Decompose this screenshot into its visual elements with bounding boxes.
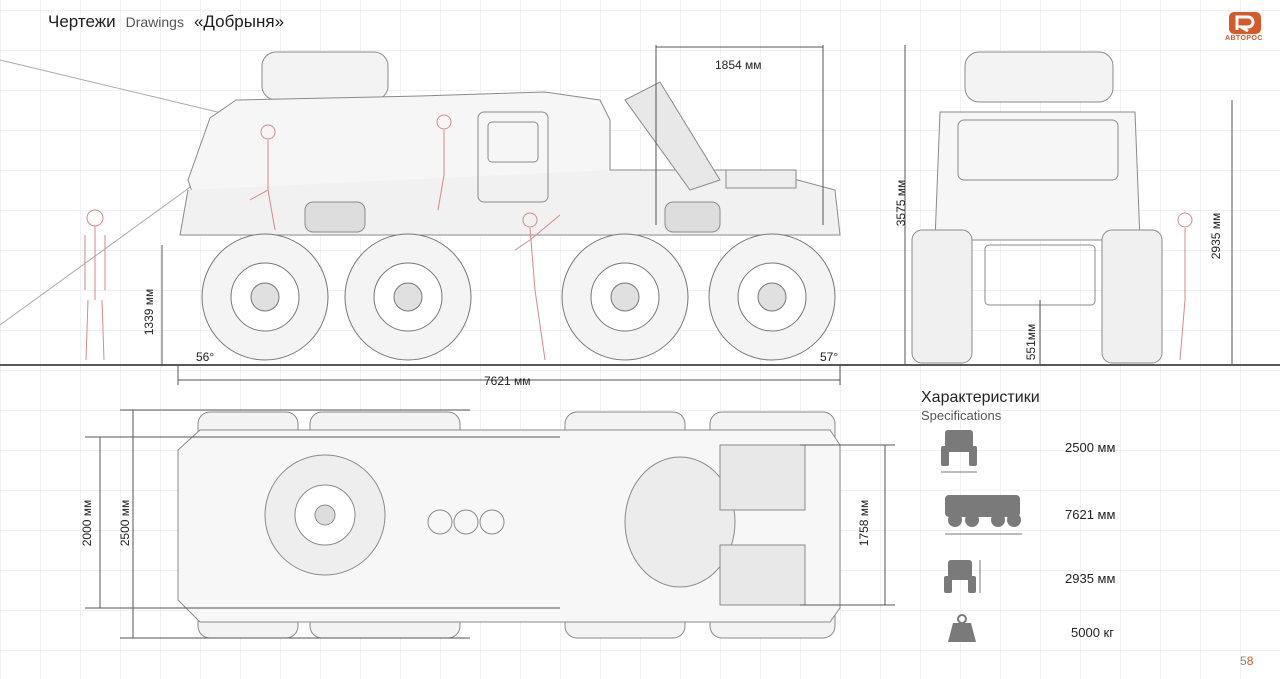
- dim-front-height: 2935 мм: [1209, 212, 1223, 260]
- vehicle-side-length-icon: [945, 495, 1022, 535]
- dim-inner-width: 2000 мм: [80, 499, 94, 547]
- vehicle-front-width-icon: [941, 430, 977, 473]
- avtoros-logo-icon: [1229, 12, 1261, 34]
- dim-roof-length: 1854 мм: [715, 58, 762, 72]
- dim-outer-width: 2500 мм: [118, 499, 132, 547]
- dim-ground-clearance: 551мм: [1024, 323, 1038, 361]
- front-view: [904, 45, 1233, 365]
- top-view: [177, 411, 841, 639]
- title-en: Drawings: [125, 14, 184, 30]
- dimension-lines: [161, 45, 1041, 385]
- dim-approach-angle: 56°: [196, 350, 215, 364]
- mannequin-figures: [84, 114, 1193, 361]
- page-number: 58: [1240, 654, 1253, 668]
- specs-title: Характеристики: [921, 389, 1040, 406]
- page-number-second: 8: [1246, 654, 1254, 668]
- title-ru: Чертежи: [48, 12, 116, 31]
- dim-overall-length: 7621 мм: [484, 374, 531, 388]
- weight-icon: [948, 614, 976, 642]
- spec-value-length: 7621 мм: [1065, 507, 1116, 522]
- logo-text: АВТОРОС: [1225, 35, 1263, 42]
- model-name: «Добрыня»: [193, 12, 285, 31]
- spec-icons: [941, 430, 1022, 642]
- spec-value-weight: 5000 кг: [1071, 625, 1114, 640]
- dim-total-height: 3575 мм: [894, 179, 908, 227]
- specs-subtitle: Specifications: [921, 408, 1002, 423]
- spec-value-width: 2500 мм: [1065, 440, 1116, 455]
- side-view: [0, 51, 841, 361]
- spec-value-height: 2935 мм: [1065, 571, 1116, 586]
- page-title: Чертежи Drawings «Добрыня»: [48, 12, 284, 32]
- vehicle-front-height-icon: [944, 560, 981, 593]
- dim-ground-to-hull: 1339 мм: [142, 288, 156, 336]
- dim-departure-angle: 57°: [820, 350, 839, 364]
- top-dimension-lines: [85, 409, 895, 639]
- dim-track-width: 1758 мм: [857, 499, 871, 547]
- page-number-first: 5: [1240, 654, 1247, 668]
- side-wheels: [201, 233, 836, 361]
